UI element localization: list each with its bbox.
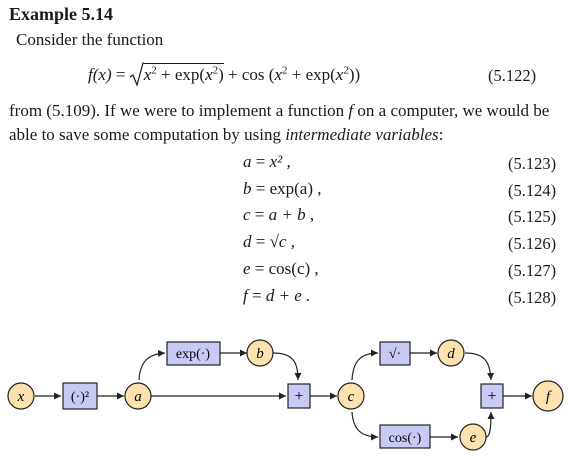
edge-b-plus1 xyxy=(272,352,302,381)
node-b-label: b xyxy=(256,346,264,362)
eq-rhs: a + b , xyxy=(268,205,315,224)
op-exp: exp(·) xyxy=(166,341,221,366)
node-c: c xyxy=(337,382,365,410)
equation-number-5-128: (5.128) xyxy=(508,288,557,307)
eq-rhs: exp(a) , xyxy=(269,179,322,198)
op-plus-2-label: + xyxy=(487,388,496,405)
edge-e-plus2 xyxy=(485,411,495,438)
op-sqrt: √· xyxy=(379,341,411,366)
paragraph-f-variable: f xyxy=(348,101,354,120)
node-b: b xyxy=(246,339,274,367)
node-c-label: c xyxy=(348,389,355,405)
eq-rhs: x² , xyxy=(269,152,291,171)
paragraph-emphasis: intermediate variables xyxy=(285,125,439,144)
node-a: a xyxy=(124,382,152,410)
op-square: (·)² xyxy=(62,382,98,410)
intro-text: Consider the function xyxy=(16,30,164,49)
op-cos: cos(·) xyxy=(379,424,431,449)
edge-a-exp xyxy=(138,349,166,381)
node-e: e xyxy=(459,423,487,451)
eq-lhs: b xyxy=(243,179,252,198)
node-f-label: f xyxy=(546,389,552,405)
eq-rhs: √c , xyxy=(269,232,295,251)
equation-number-5-125: (5.125) xyxy=(508,207,557,226)
equation-row-c: c = a + b , xyxy=(243,205,315,224)
paragraph-part-3: : xyxy=(438,125,444,144)
op-exp-label: exp(·) xyxy=(176,347,211,362)
eq-lhs: c xyxy=(243,205,251,224)
eq-lhs: a xyxy=(243,152,252,171)
node-x-label: x xyxy=(17,389,25,405)
paragraph-text: from (5.109). If we were to implement a … xyxy=(9,99,565,147)
edge-d-plus2 xyxy=(464,352,495,381)
eq-lhs: d xyxy=(243,232,252,251)
op-plus-1-label: + xyxy=(294,388,303,405)
node-e-label: e xyxy=(470,430,477,446)
op-plus-2: + xyxy=(480,383,504,409)
equation-row-d: d = √c , xyxy=(243,232,295,251)
op-plus-1: + xyxy=(287,383,311,409)
equation-row-a: a = x² , xyxy=(243,152,291,171)
node-f: f xyxy=(532,380,564,412)
node-a-label: a xyxy=(134,389,142,405)
equation-number-5-123: (5.123) xyxy=(508,154,557,173)
equation-number-5-122: (5.122) xyxy=(488,66,537,85)
node-x: x xyxy=(7,382,35,410)
op-square-label: (·)² xyxy=(71,390,89,405)
example-heading: Example 5.14 xyxy=(9,4,114,24)
equation-row-b: b = exp(a) , xyxy=(243,179,322,198)
op-sqrt-label: √· xyxy=(389,347,401,362)
equation-number-5-124: (5.124) xyxy=(508,181,557,200)
equation-number-5-127: (5.127) xyxy=(508,261,557,280)
equation-row-e: e = cos(c) , xyxy=(243,259,319,278)
equation-number-5-126: (5.126) xyxy=(508,234,557,253)
paragraph-part-1: from (5.109). If we were to implement a … xyxy=(9,101,349,120)
op-cos-label: cos(·) xyxy=(389,431,422,446)
edge-c-sqrt xyxy=(351,349,379,381)
eq-rhs: d + e . xyxy=(265,286,311,305)
node-d-label: d xyxy=(447,346,455,362)
paragraph-part-2: on a computer, we would be able to save … xyxy=(9,101,550,144)
edge-c-cos xyxy=(351,411,379,441)
eq-lhs: f xyxy=(243,286,248,305)
eq-lhs: e xyxy=(243,259,251,278)
radical-sign xyxy=(129,62,144,87)
eq-rhs: cos(c) , xyxy=(268,259,319,278)
graph-edges xyxy=(35,349,532,441)
main-equation: f(x) = x2 + exp(x2) + cos (x2 + exp(x2)) xyxy=(88,62,360,88)
node-d: d xyxy=(437,339,465,367)
equation-row-f: f = d + e . xyxy=(243,286,311,305)
